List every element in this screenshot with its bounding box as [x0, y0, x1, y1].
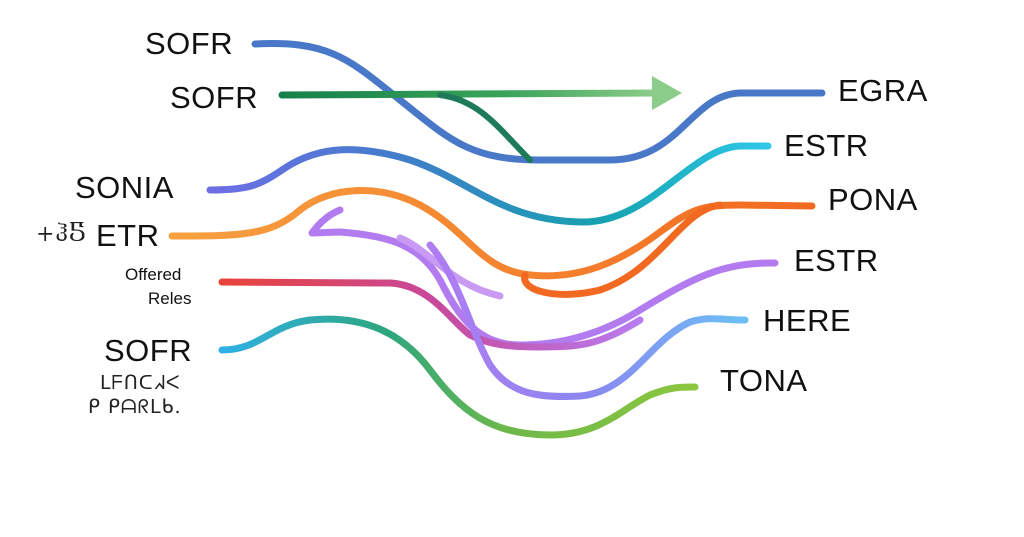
label-sofr-2: SOFR: [170, 80, 259, 115]
flow-line-sofr-branch: [437, 92, 533, 163]
flow-line-sofr-to-egra: [251, 40, 826, 164]
flow-line-pona-loop: [521, 201, 724, 298]
flow-line-etr-to-pona: [168, 187, 816, 280]
label-sonia: SONIA: [75, 170, 174, 205]
label-egra: EGRA: [838, 73, 928, 108]
flow-line-sofr-arrow: [278, 89, 659, 99]
label-estr-1: ESTR: [784, 128, 869, 163]
flow-line-purple-curl: [308, 206, 779, 349]
label-garbled-2: ᑭ ᑭᗩᖇᒪᑲ.: [88, 396, 182, 418]
label-pona: PONA: [828, 182, 918, 217]
flow-line-sofr-to-tona: [218, 315, 699, 439]
label-etr-prefix: +ჰႽ: [36, 222, 87, 247]
label-estr-2: ESTR: [794, 243, 879, 278]
label-tona: TONA: [720, 363, 808, 398]
label-here: HERE: [763, 303, 852, 338]
arrow-head-icon: [652, 76, 682, 110]
label-offered-2: Reles: [148, 289, 192, 308]
label-garbled-1: ᒪᖴᑎᑕᖽᐸ: [100, 372, 181, 394]
label-sofr-3: SOFR: [104, 333, 193, 368]
label-sofr-1: SOFR: [145, 26, 234, 61]
flow-line-sonia-to-estr: [206, 142, 772, 226]
flow-line-offered-rates: [218, 278, 644, 351]
flow-line-to-here: [426, 241, 749, 400]
label-offered-1: Offered: [125, 265, 182, 284]
label-etr: ETR: [96, 218, 160, 253]
